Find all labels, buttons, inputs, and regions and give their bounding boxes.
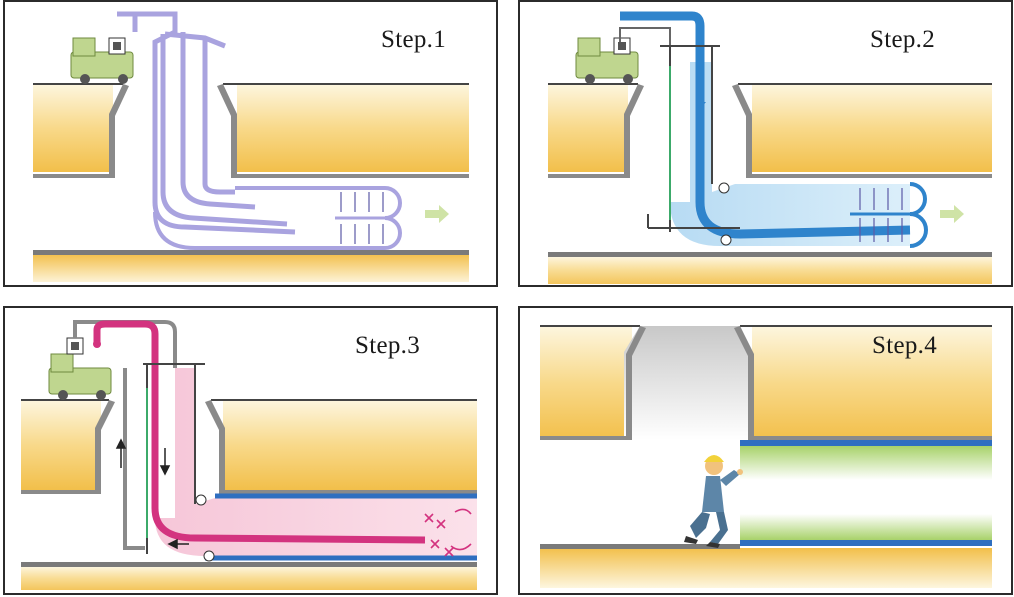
step-1-illustration [33,11,469,282]
step-4-label: Step.4 [872,332,937,359]
ground-soil-left [33,84,113,172]
step-1-label: Step.1 [381,26,446,53]
water-filled-liner [670,62,910,246]
water-hose [620,11,911,239]
pressure-arrows [340,192,384,244]
steam-swirls [424,508,472,557]
step-3-illustration [21,320,477,590]
bottom-soil [33,254,469,282]
liner-tube-inverting [153,186,402,250]
manhole-wall-left [33,84,129,178]
ground-soil-right [237,84,469,172]
heated-liner-zone [155,368,477,556]
step-4-illustration [540,325,992,588]
step-2-panel: Step.2 [518,0,1013,287]
truck [48,337,112,400]
direction-arrow [425,205,449,223]
step-3-panel: Step.3 [3,306,498,595]
worker-inspecting [684,455,743,548]
renewed-liner-top [740,440,992,446]
manhole-shaft [624,326,752,440]
step-2-illustration [548,11,992,284]
truck [575,37,639,84]
step-1-panel: Step.1 [3,0,498,287]
inversion-hose [117,11,296,235]
pipe-invert [33,250,469,255]
step-4-panel: Step.4 [518,306,1013,595]
steam-hose [93,320,426,544]
truck [70,37,134,84]
step-2-label: Step.2 [870,26,935,53]
step-3-label: Step.3 [355,332,420,359]
renewed-liner-bottom [740,540,992,546]
